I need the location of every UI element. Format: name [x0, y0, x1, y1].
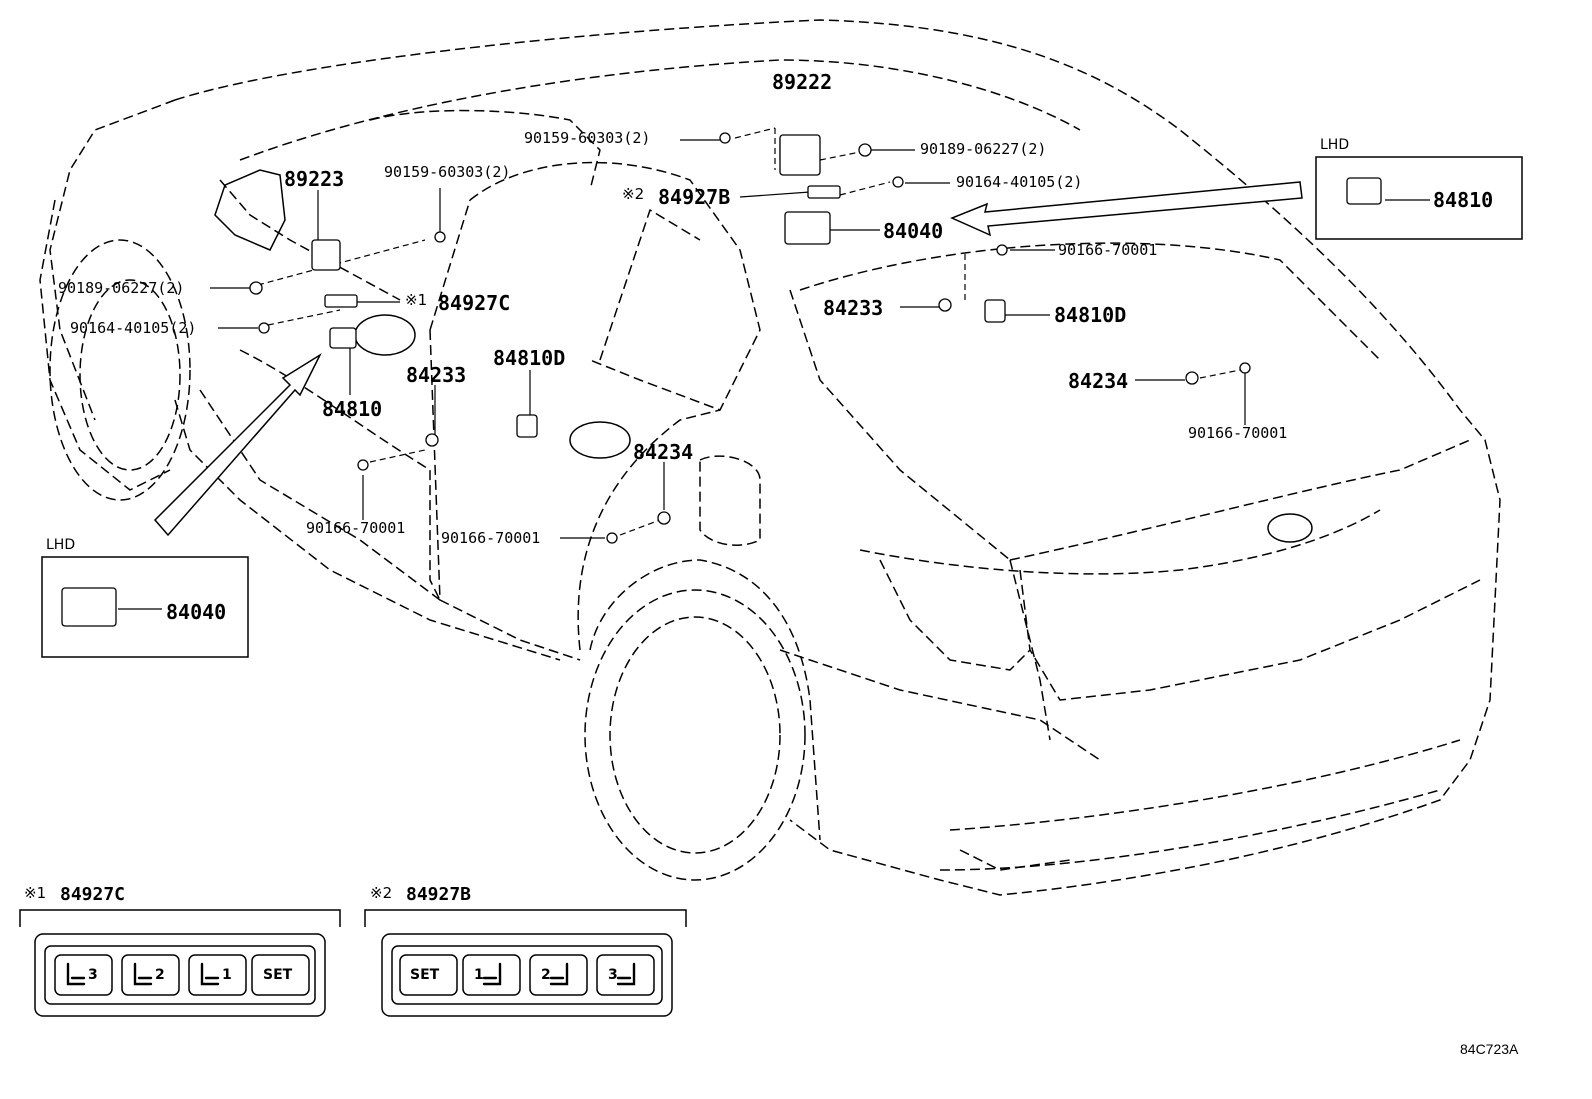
callout-84927c: 84927C — [438, 291, 511, 315]
screw-90164-a — [892, 176, 904, 188]
callout-84810d-a: 84810D — [1054, 303, 1127, 327]
part-84927c-shape — [324, 294, 358, 308]
sensor-84234-a — [1185, 371, 1199, 385]
callout-84810: 84810 — [322, 397, 383, 421]
sensor-84234-b — [657, 511, 671, 525]
switch-c-button-3: 1 — [222, 967, 232, 983]
callout-90166-70001-d: 90166-70001 — [441, 529, 541, 547]
callout-84927b-mark: ※2 — [622, 185, 645, 203]
sensor-84233-b — [425, 433, 439, 447]
callout-90166-70001-c: 90166-70001 — [306, 519, 406, 537]
switch-b-bracket — [364, 909, 687, 927]
seat-icon — [482, 962, 502, 986]
callout-90159-60303-b: 90159-60303(2) — [384, 163, 511, 181]
screw-90164-b — [258, 322, 270, 334]
callout-84810d-b: 84810D — [493, 346, 566, 370]
switch-c-panel — [34, 933, 326, 1017]
part-84040-shape — [784, 211, 831, 245]
door-handle-rear — [569, 421, 631, 459]
switch-b-button-2: 1 — [474, 967, 484, 983]
clip-90189-a — [858, 143, 872, 157]
part-84810d-shape-b — [516, 414, 538, 438]
inset-left-part: 84040 — [166, 600, 227, 624]
callout-90166-70001-a: 90166-70001 — [1058, 241, 1158, 259]
seat-icon — [133, 962, 153, 986]
switch-b-button-frame-2 — [462, 954, 521, 996]
clip-90189-b — [249, 281, 263, 295]
callout-90164-40105-a: 90164-40105(2) — [956, 173, 1083, 191]
switch-b-title: 84927B — [406, 884, 472, 905]
part-89223-shape — [311, 239, 341, 271]
callout-90189-06227-a: 90189-06227(2) — [920, 140, 1047, 158]
part-84810-shape — [329, 327, 357, 349]
callout-89223: 89223 — [284, 167, 345, 191]
inset-right-part: 84810 — [1433, 188, 1494, 212]
part-84810d-shape-a — [984, 299, 1006, 323]
switch-c-bracket — [19, 909, 341, 927]
reference-code: 84C723A — [1460, 1041, 1519, 1057]
inset-left-title: LHD — [46, 537, 76, 553]
callout-90159-60303-a: 90159-60303(2) — [524, 129, 651, 147]
switch-b-button-4: 3 — [608, 967, 618, 983]
inset-left-box — [41, 556, 249, 658]
inset-left-part-shape — [61, 587, 117, 627]
screw-90159-a — [719, 132, 731, 144]
screw-90166-c — [357, 459, 369, 471]
switch-c-button-frame-3 — [188, 954, 247, 996]
screw-90159-b — [434, 231, 446, 243]
switch-b-button-frame-4 — [596, 954, 655, 996]
switch-b-panel — [381, 933, 673, 1017]
switch-c-button-2: 2 — [155, 967, 165, 983]
part-84927b-shape — [807, 185, 841, 199]
inset-right-box — [1315, 156, 1523, 240]
inset-right-title: LHD — [1320, 137, 1350, 153]
screw-90166-d — [606, 532, 618, 544]
callout-84040: 84040 — [883, 219, 944, 243]
rear-emblem — [1267, 513, 1313, 543]
seat-icon — [616, 962, 636, 986]
car-body-outline — [39, 19, 1501, 896]
switch-c-button-frame-1 — [54, 954, 113, 996]
switch-c-button-1: 3 — [88, 967, 98, 983]
screw-90166-a — [996, 244, 1008, 256]
seat-icon — [66, 962, 86, 986]
side-mirror — [214, 169, 286, 251]
callout-84927b: 84927B — [658, 185, 731, 209]
callout-90166-70001-b: 90166-70001 — [1188, 424, 1288, 442]
seat-icon — [200, 962, 220, 986]
callout-90164-40105-b: 90164-40105(2) — [70, 319, 197, 337]
screw-90166-b — [1239, 362, 1251, 374]
callout-84927c-mark: ※1 — [405, 291, 428, 309]
callout-84233-a: 84233 — [823, 296, 884, 320]
switch-b-button-3: 2 — [541, 967, 551, 983]
switch-c-panel-inner — [44, 945, 316, 1005]
callout-90189-06227-b: 90189-06227(2) — [58, 279, 185, 297]
switch-c-button-frame-2 — [121, 954, 180, 996]
switch-b-button-frame-3 — [529, 954, 588, 996]
arrow-to-84810 — [153, 352, 322, 537]
door-handle-front — [354, 314, 416, 356]
callout-84234-b: 84234 — [633, 440, 694, 464]
seat-icon — [549, 962, 569, 986]
switch-b-button-1: SET — [410, 967, 440, 983]
switch-c-button-frame-4 — [251, 954, 310, 996]
switch-c-mark: ※1 — [24, 884, 47, 902]
switch-b-mark: ※2 — [370, 884, 393, 902]
switch-b-panel-inner — [391, 945, 663, 1005]
callout-89222: 89222 — [772, 70, 833, 94]
inset-right-part-shape — [1346, 177, 1382, 205]
switch-c-title: 84927C — [60, 884, 126, 905]
switch-b-button-frame-1 — [399, 954, 458, 996]
callout-84233-b: 84233 — [406, 363, 467, 387]
part-89222-shape — [779, 134, 821, 176]
arrow-to-84040 — [950, 181, 1303, 237]
sensor-84233-a — [938, 298, 952, 312]
switch-c-button-4: SET — [263, 967, 293, 983]
callout-84234-a: 84234 — [1068, 369, 1129, 393]
